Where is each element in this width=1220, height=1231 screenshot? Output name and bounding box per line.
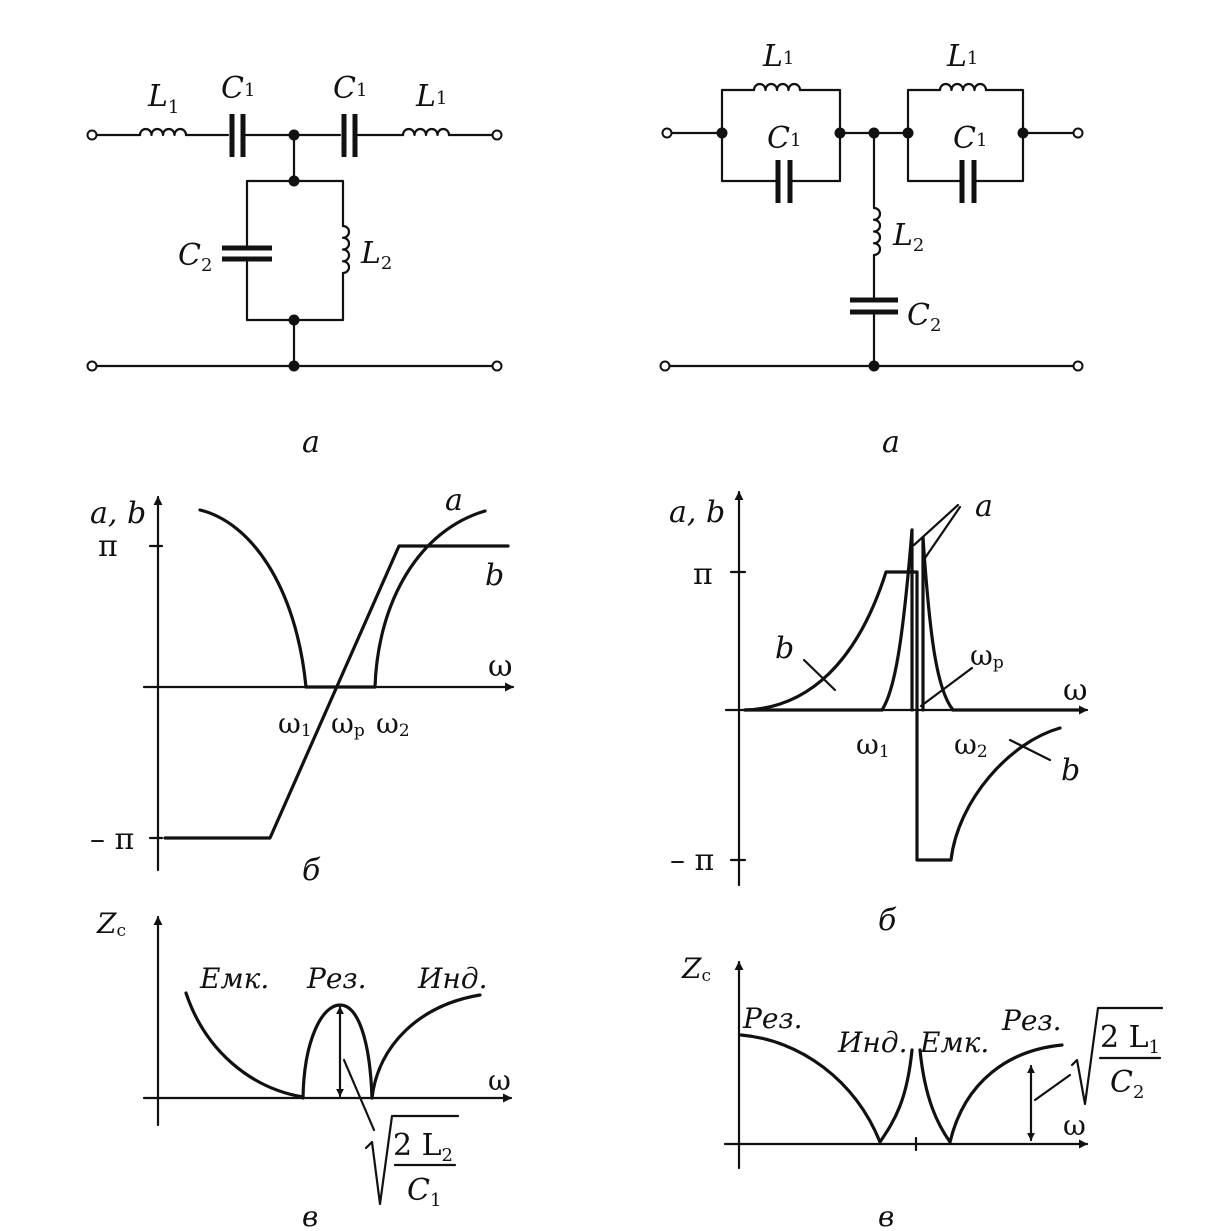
tick-pi: π xyxy=(693,557,713,592)
label-C1-right: C1 xyxy=(333,71,367,106)
label-C1-left: C1 xyxy=(221,71,255,106)
svg-text:2 L1: 2 L1 xyxy=(1100,1020,1160,1058)
curve-res-right xyxy=(948,1043,1064,1144)
y-axis-label: a, b xyxy=(90,496,146,531)
inductor-L2 xyxy=(872,206,882,257)
terminal-out-top xyxy=(491,129,503,141)
label-L1-right: L1 xyxy=(415,79,447,114)
region-label-res-right: Рез. xyxy=(1001,1004,1062,1037)
terminal-in-top xyxy=(661,127,673,139)
curve-a-right-branch xyxy=(373,509,487,689)
tick-omega-2: ω2 xyxy=(954,728,988,762)
region-label-res-left: Рез. xyxy=(742,1002,803,1035)
curve-b-label: b xyxy=(485,558,504,593)
region-label-cap: Емк. xyxy=(199,962,269,995)
terminal-in-bottom xyxy=(86,360,98,372)
curve-a-label: a xyxy=(445,483,463,518)
svg-text:C2: C2 xyxy=(1110,1065,1144,1103)
inductor-L1-right xyxy=(938,82,988,92)
panel-label-b-right: б xyxy=(878,903,897,938)
inductor-L2 xyxy=(341,224,351,275)
panel-label-b-left: б xyxy=(302,853,321,888)
left-phase-plot: a, b π – π ω a b ω1 ωp ω2 б xyxy=(90,483,515,888)
x-axis-label: ω xyxy=(1063,1109,1086,1142)
curve-b xyxy=(163,544,510,840)
terminal-out-top xyxy=(1072,127,1084,139)
terminal-out-bottom xyxy=(491,360,503,372)
region-label-res: Рез. xyxy=(306,962,367,995)
formula-sqrt-2L2-over-C1: 2 L2 C1 xyxy=(364,1114,460,1211)
inductor-L1-left xyxy=(752,82,802,92)
panel-label-v-left: в xyxy=(302,1200,318,1231)
panel-label-a-left: a xyxy=(302,425,320,460)
y-axis-label: a, b xyxy=(669,495,725,530)
right-circuit: L1 C1 L1 C1 L2 C2 a xyxy=(659,39,1084,460)
left-circuit: L1 C1 C1 L1 C2 L2 a xyxy=(86,71,503,460)
tick-omega-p: ωp xyxy=(331,707,365,741)
tick-minus-pi: – π xyxy=(90,822,134,857)
formula-sqrt-2L1-over-C2: 2 L1 C2 xyxy=(1070,1006,1164,1106)
label-C2: C2 xyxy=(907,298,941,336)
region-label-ind: Инд. xyxy=(417,962,488,995)
curve-cap-region xyxy=(918,1048,952,1144)
curve-ind-region xyxy=(878,1048,914,1144)
tick-omega-1: ω1 xyxy=(278,707,312,741)
label-L2: L2 xyxy=(892,218,924,256)
svg-text:C1: C1 xyxy=(407,1173,441,1211)
x-axis-label: ω xyxy=(488,649,512,684)
tick-omega-1: ω1 xyxy=(856,728,890,762)
terminal-in-top xyxy=(86,129,98,141)
tick-pi: π xyxy=(98,529,118,564)
label-L1-left: L1 xyxy=(147,79,179,118)
curve-a-left xyxy=(880,528,914,712)
terminal-in-bottom xyxy=(659,360,671,372)
curve-a-right xyxy=(921,536,955,712)
region-label-cap: Емк. xyxy=(919,1026,989,1059)
right-phase-plot: a, b π – π ω a b b ωp ω1 ω2 б xyxy=(669,489,1089,938)
curve-ind-region xyxy=(370,993,482,1100)
label-C1-right: C1 xyxy=(953,121,987,156)
y-axis-label: Zc xyxy=(681,952,711,986)
left-impedance-plot: Zc ω Емк. Рез. Инд. 2 L2 C1 в xyxy=(96,907,513,1231)
terminal-out-bottom xyxy=(1072,360,1084,372)
curve-a-label: a xyxy=(975,489,993,524)
label-L1-right: L1 xyxy=(946,39,978,74)
x-axis-label: ω xyxy=(488,1064,511,1097)
panel-label-v-right: в xyxy=(878,1200,894,1231)
inductor-L1-left xyxy=(138,127,188,137)
tick-omega-p: ωp xyxy=(970,639,1004,673)
label-C2: C2 xyxy=(178,238,212,276)
label-L2: L2 xyxy=(360,236,392,274)
curve-res-region xyxy=(301,1003,374,1100)
tick-minus-pi: – π xyxy=(670,843,714,878)
curve-b-label-left: b xyxy=(775,631,794,666)
inductor-L1-right xyxy=(401,127,451,137)
curve-res-left xyxy=(739,1033,882,1144)
svg-text:2 L2: 2 L2 xyxy=(393,1128,453,1166)
curve-b-label-right: b xyxy=(1061,753,1080,788)
label-C1-left: C1 xyxy=(767,121,801,156)
x-axis-label: ω xyxy=(1063,673,1087,708)
curve-b-passband xyxy=(743,570,1062,862)
panel-label-a-right: a xyxy=(882,425,900,460)
curve-a-left-branch xyxy=(198,508,308,689)
label-L1-left: L1 xyxy=(762,39,794,74)
right-impedance-plot: Zc ω Рез. Инд. Емк. Рез. 2 L1 C2 в xyxy=(681,952,1164,1231)
region-label-ind: Инд. xyxy=(837,1026,908,1059)
tick-omega-2: ω2 xyxy=(376,707,410,741)
y-axis-label: Zc xyxy=(96,907,126,941)
curve-cap-region xyxy=(184,991,305,1099)
